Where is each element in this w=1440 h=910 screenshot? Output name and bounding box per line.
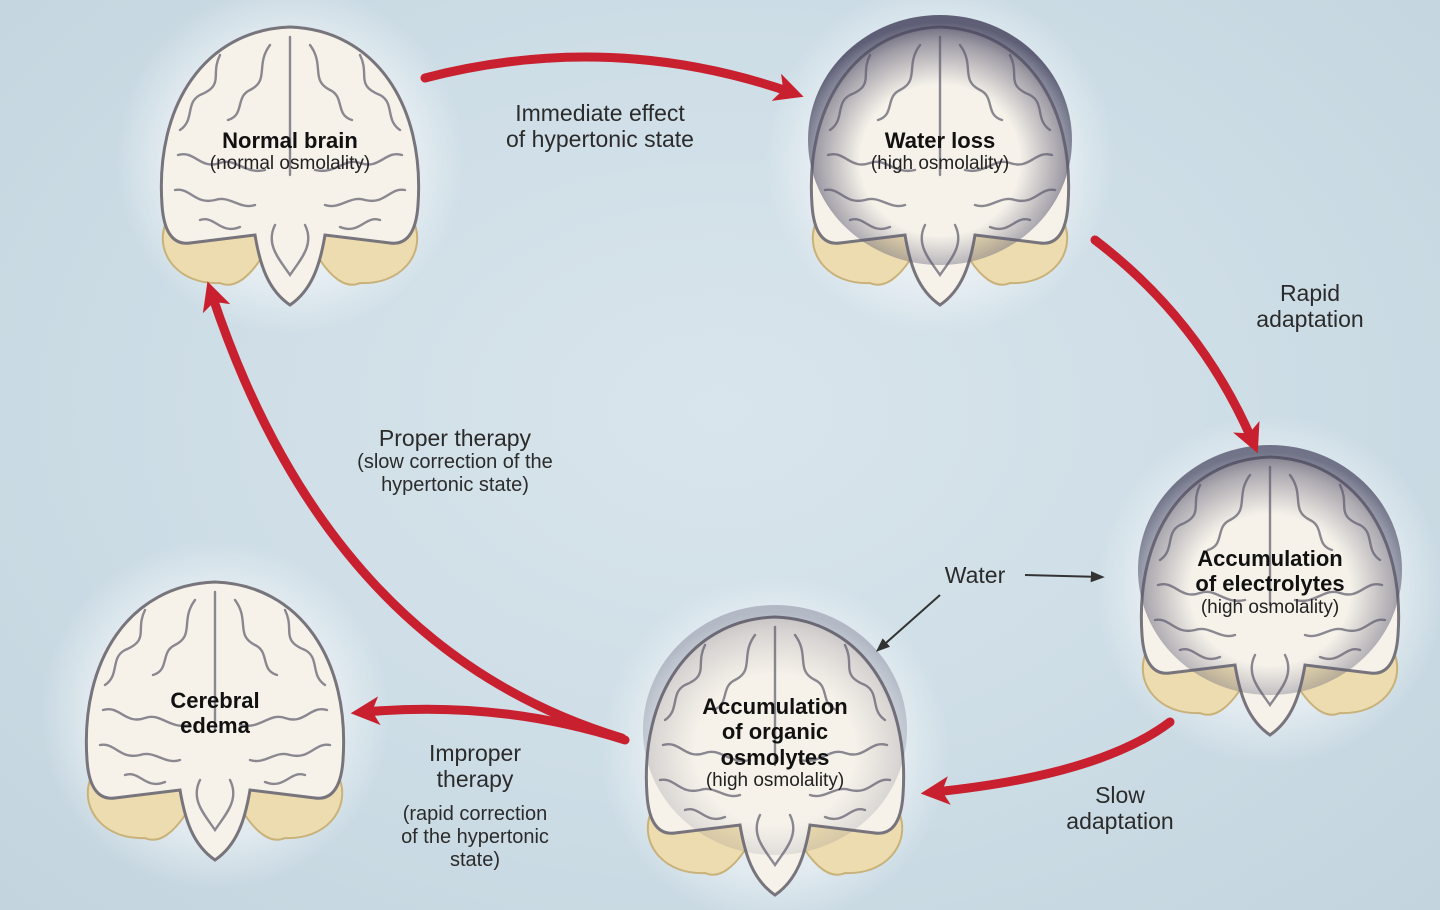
- normal-brain-title: Normal brain: [222, 128, 358, 153]
- improper-line2: therapy: [436, 766, 514, 793]
- water-loss-brain-illustration: [765, 0, 1115, 335]
- improper-line4: of the hypertonic: [401, 825, 549, 848]
- immediate-line2: of hypertonic state: [506, 126, 694, 153]
- organic-osmolytes-brain-illustration: [600, 575, 950, 910]
- organic-title-line3: osmolytes: [720, 744, 830, 770]
- electrolytes-title-line1: Accumulation: [1197, 546, 1343, 571]
- water-label: Water: [944, 562, 1006, 588]
- proper-line2: (slow correction of the: [357, 451, 553, 474]
- improper-line5: state): [449, 848, 501, 871]
- improper-line3: (rapid correction: [402, 802, 548, 825]
- rapid-adaptation-label: Rapid adaptation: [1215, 280, 1405, 333]
- improper-line1: Improper: [428, 740, 522, 766]
- arrow-proper-therapy: [202, 281, 627, 743]
- edema-title-line1: Cerebral: [170, 688, 260, 713]
- electrolytes-subtitle: (high osmolality): [1200, 596, 1340, 618]
- arrow-slow-adaptation: [920, 717, 1175, 805]
- slow-adaptation-label: Slow adaptation: [1030, 782, 1210, 835]
- arrow-rapid-adaptation: [1090, 235, 1260, 454]
- proper-therapy-label: Proper therapy (slow correction of the h…: [295, 425, 615, 497]
- normal-brain-label: Normal brain (normal osmolality): [150, 128, 430, 175]
- water-loss-subtitle: (high osmolality): [870, 153, 1010, 175]
- arrow-improper-therapy: [350, 696, 630, 745]
- normal-brain-subtitle: (normal osmolality): [209, 153, 371, 175]
- normal-brain-illustration: [115, 0, 465, 335]
- immediate-line1: Immediate effect: [515, 100, 685, 126]
- water-loss-title: Water loss: [884, 128, 996, 153]
- organic-osmolytes-label: Accumulation of organic osmolytes (high …: [635, 694, 915, 792]
- immediate-effect-label: Immediate effect of hypertonic state: [440, 100, 760, 153]
- rapid-line2: adaptation: [1256, 306, 1364, 333]
- improper-therapy-label: Improper therapy (rapid correction of th…: [350, 740, 600, 872]
- electrolytes-title-line2: of electrolytes: [1195, 571, 1345, 597]
- slow-line2: adaptation: [1066, 808, 1174, 835]
- electrolytes-label: Accumulation of electrolytes (high osmol…: [1130, 546, 1410, 618]
- arrow-immediate-effect: [420, 52, 804, 101]
- organic-subtitle: (high osmolality): [705, 769, 845, 791]
- cerebral-edema-label: Cerebral edema: [75, 688, 355, 739]
- edema-title-line2: edema: [180, 713, 250, 739]
- water-arrow-right: [1024, 571, 1105, 583]
- organic-title-line1: Accumulation: [702, 694, 848, 719]
- rapid-line1: Rapid: [1279, 280, 1341, 306]
- water-loss-label: Water loss (high osmolality): [800, 128, 1080, 175]
- proper-line1: Proper therapy: [378, 425, 532, 451]
- organic-title-line2: of organic: [721, 719, 829, 745]
- cerebral-edema-brain-illustration: [40, 540, 390, 890]
- electrolytes-brain-illustration: [1095, 415, 1440, 765]
- water-arrow-down: [875, 594, 941, 652]
- proper-line3: hypertonic state): [381, 474, 529, 497]
- slow-line1: Slow: [1095, 782, 1145, 808]
